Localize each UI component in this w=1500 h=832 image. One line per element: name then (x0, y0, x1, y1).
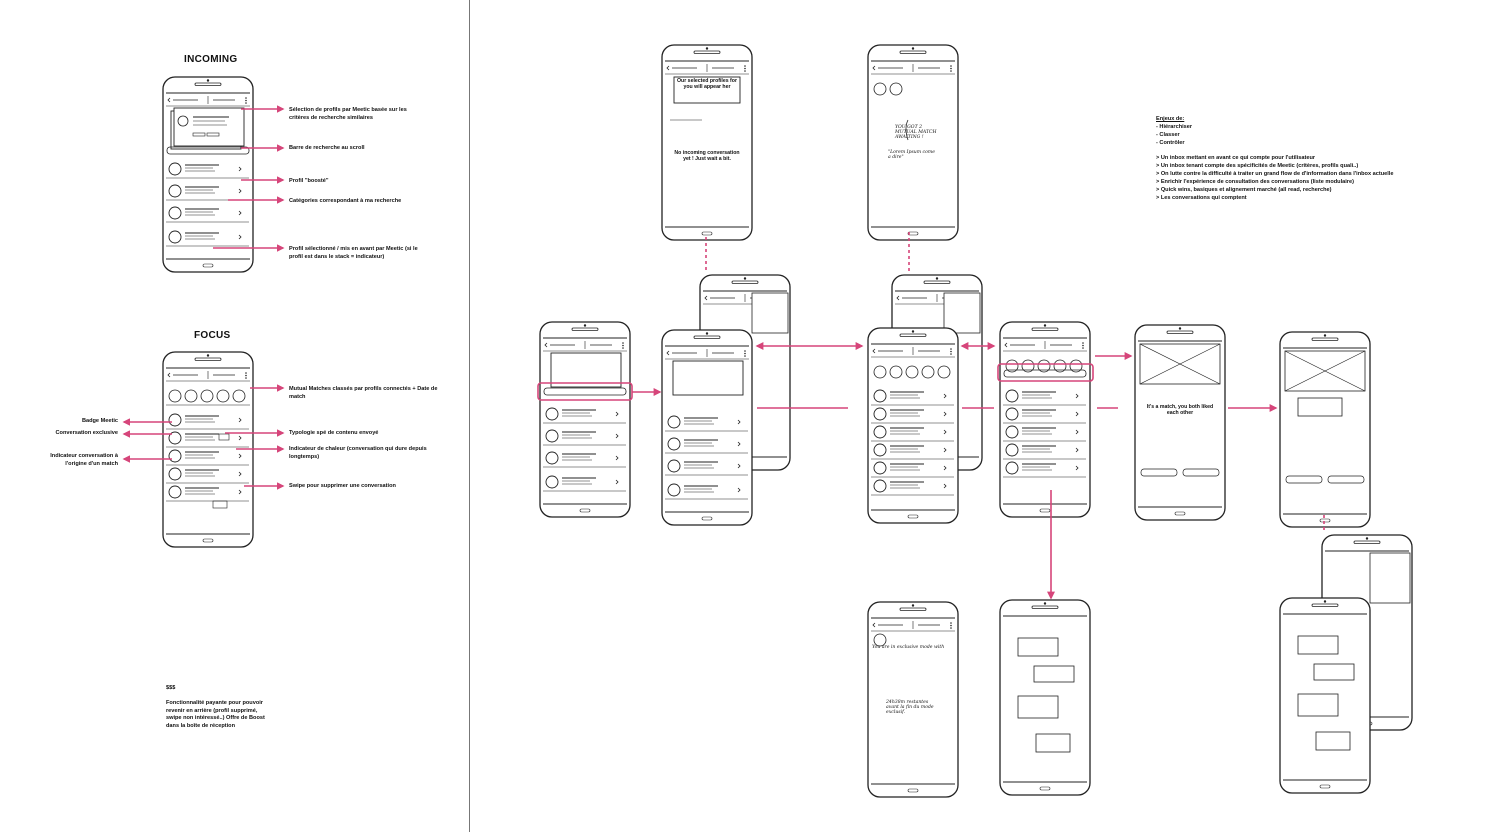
note-chaleur: Indicateur de chaleur (conversation qui … (289, 446, 427, 460)
phone-incoming-empty (661, 44, 753, 241)
lorem-text: "Lorem Ipsum come a dire" (888, 150, 935, 160)
note-typologie: Typologie spé de contenu envoyé (289, 430, 379, 436)
phone-marco-menu-back (1321, 534, 1413, 731)
phone-marco-chat (1279, 597, 1371, 794)
note-selected-profile: Profil sélectionné / mis en avant par Me… (289, 246, 418, 260)
phone-exclusive-conversation (999, 599, 1091, 796)
incoming-title: INCOMING (184, 54, 238, 65)
phone-focus-list (867, 327, 959, 524)
enjeux-point: > Un inbox mettant en avant ce qui compt… (1156, 155, 1316, 161)
money-title: $$$ (166, 685, 176, 691)
enjeux-point: > Enrichir l'expérience de consultation … (1156, 179, 1354, 185)
money-text: Fonctionnalité payante pour pouvoir reve… (166, 700, 265, 729)
section-divider (469, 0, 471, 832)
note-boosted: Profil "boosté" (289, 178, 329, 184)
note-swipe: Swipe pour supprimer une conversation (289, 483, 396, 489)
selected-placeholder: Our selected profiles for you will appea… (677, 78, 737, 90)
note-search-bar: Barre de recherche au scroll (289, 145, 365, 151)
phone-exclusive-mode (867, 601, 959, 798)
no-incoming-text: No incoming conversation yet ! Just wait… (674, 150, 740, 162)
note-selection: Sélection de profils par Meetic basée su… (289, 107, 407, 121)
note-origin-match: Indicateur conversation à l'origine d'un… (50, 453, 118, 467)
enjeux-point: > On lutte contre la difficulté à traite… (1156, 171, 1394, 177)
note-exclusive: Conversation exclusive (55, 430, 119, 436)
enjeux-title: Enjeux de: (1156, 116, 1185, 122)
enjeux-point: > Quick wins, basiques et alignement mar… (1156, 187, 1332, 193)
enjeux-item: - Contrôler (1156, 140, 1185, 146)
phone-focus-scroll (999, 321, 1091, 518)
match-text: It's a match, you both liked each other (1146, 404, 1214, 416)
note-badge: Badge Meetic (81, 418, 118, 424)
phone-focus-annotated (162, 351, 254, 548)
phone-menu-back-2 (891, 274, 983, 471)
mutual-awaiting-text: YOU GOT 2 MUTUAL MATCH AWAITING ! (895, 125, 937, 140)
enjeux-point: > Les conversations qui comptent (1156, 195, 1247, 201)
enjeux-item: - Hiérarchiser (1156, 124, 1193, 130)
phone-incoming-list (661, 329, 753, 526)
phone-menu-back-1 (699, 274, 791, 471)
note-mutual-matches: Mutual Matches classés par profils conne… (289, 386, 438, 400)
phone-incoming-scroll (539, 321, 631, 518)
focus-title: FOCUS (194, 330, 231, 341)
note-categories: Catégories correspondant à ma recherche (289, 198, 402, 204)
phone-incoming-annotated (162, 76, 254, 273)
phone-match (1134, 324, 1226, 521)
exclusive-timer-text: 24h38m restantes avant la fin du mode ex… (886, 700, 934, 715)
phone-focus-empty (867, 44, 959, 241)
phone-conversation (1279, 331, 1371, 528)
enjeux-item: - Classer (1156, 132, 1180, 138)
enjeux-point: > Un inbox tenant compte des spécificité… (1156, 163, 1359, 169)
exclusive-mode-text: You are in exclusive mode with (872, 645, 945, 650)
